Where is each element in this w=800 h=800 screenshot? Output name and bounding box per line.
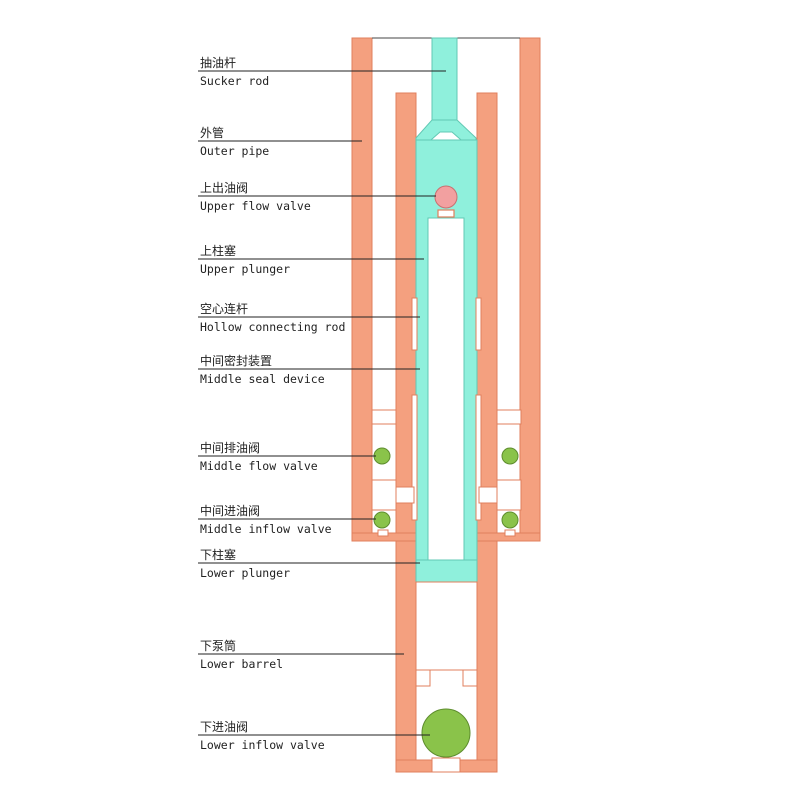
- middle-flow-valve-balls: [373, 447, 519, 465]
- svg-text:上出油阀: 上出油阀: [200, 181, 248, 195]
- middle-seal-cavities: [371, 409, 522, 537]
- svg-text:Sucker rod: Sucker rod: [200, 74, 269, 88]
- lower-plunger-body: [415, 581, 478, 671]
- upper-flow-valve-ball: [434, 185, 458, 209]
- svg-text:Middle flow valve: Middle flow valve: [200, 459, 318, 473]
- label-lower-barrel: 下泵筒 Lower barrel: [198, 638, 404, 671]
- svg-text:空心连杆: 空心连杆: [200, 301, 248, 316]
- label-lower-plunger: 下柱塞 Lower plunger: [198, 547, 420, 580]
- lower-inflow-valve-ball: [421, 708, 471, 758]
- middle-inflow-valve-balls: [373, 511, 519, 529]
- svg-text:中间进油阀: 中间进油阀: [200, 503, 260, 518]
- label-middle-inflow-valve: 中间进油阀 Middle inflow valve: [198, 503, 376, 536]
- svg-text:Lower barrel: Lower barrel: [200, 657, 283, 671]
- svg-text:中间排油阀: 中间排油阀: [200, 440, 260, 455]
- svg-text:下泵筒: 下泵筒: [200, 638, 236, 653]
- svg-text:Lower plunger: Lower plunger: [200, 566, 290, 580]
- fluid-column: [415, 37, 478, 583]
- svg-text:Hollow connecting rod: Hollow connecting rod: [200, 320, 345, 334]
- outer-pipe: [351, 37, 541, 542]
- svg-text:Outer pipe: Outer pipe: [200, 144, 269, 158]
- svg-text:Lower inflow valve: Lower inflow valve: [200, 738, 325, 752]
- label-upper-flow-valve: 上出油阀 Upper flow valve: [198, 181, 436, 213]
- label-outer-pipe: 外管 Outer pipe: [198, 125, 362, 158]
- svg-text:Upper plunger: Upper plunger: [200, 262, 290, 276]
- svg-text:抽油杆: 抽油杆: [200, 56, 236, 70]
- label-middle-seal-device: 中间密封装置 Middle seal device: [198, 353, 420, 386]
- svg-text:Upper flow valve: Upper flow valve: [200, 199, 311, 213]
- svg-text:外管: 外管: [200, 125, 224, 140]
- upper-flow-valve-seat: [437, 209, 455, 218]
- label-hollow-connecting-rod: 空心连杆 Hollow connecting rod: [198, 301, 420, 334]
- svg-text:中间密封装置: 中间密封装置: [200, 353, 272, 368]
- lower-barrel-body: [395, 540, 498, 773]
- svg-text:下进油阀: 下进油阀: [200, 720, 248, 734]
- label-sucker-rod: 抽油杆 Sucker rod: [198, 56, 446, 88]
- label-upper-plunger: 上柱塞 Upper plunger: [198, 243, 424, 276]
- label-middle-flow-valve: 中间排油阀 Middle flow valve: [198, 440, 376, 473]
- svg-text:下柱塞: 下柱塞: [200, 547, 236, 562]
- svg-text:Middle inflow valve: Middle inflow valve: [200, 522, 332, 536]
- svg-text:上柱塞: 上柱塞: [200, 243, 236, 258]
- label-lower-inflow-valve: 下进油阀 Lower inflow valve: [198, 720, 430, 752]
- svg-text:Middle seal device: Middle seal device: [200, 372, 325, 386]
